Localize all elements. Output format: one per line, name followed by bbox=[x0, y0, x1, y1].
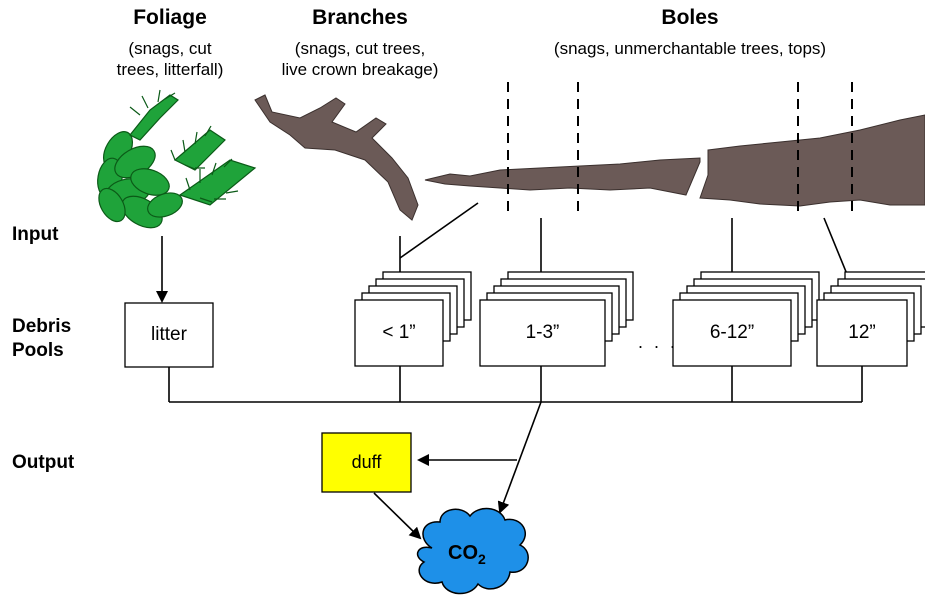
co2-subscript: 2 bbox=[478, 551, 486, 567]
input-row-label: Input bbox=[12, 224, 59, 245]
foliage-title: Foliage bbox=[133, 6, 207, 29]
bole-cut-lines bbox=[507, 82, 853, 212]
branches-subtitle-line1: (snags, cut trees, bbox=[294, 39, 426, 58]
bole-illustration-left bbox=[424, 157, 701, 196]
pool-ellipsis: . . . bbox=[638, 332, 679, 352]
pool-stack-lt1 bbox=[354, 271, 472, 367]
pool-stack-6-12 bbox=[672, 271, 820, 367]
branches-subtitle-line2: live crown breakage) bbox=[281, 60, 439, 79]
boles-title: Boles bbox=[661, 6, 719, 29]
foliage-illustration bbox=[97, 89, 257, 229]
pool-connectors bbox=[168, 366, 863, 540]
branches-title: Branches bbox=[312, 6, 408, 29]
bole-illustration-right bbox=[699, 114, 925, 207]
pool-label-12: 12” bbox=[848, 322, 876, 343]
branch-illustration bbox=[254, 94, 419, 221]
foliage-subtitle-line1: (snags, cut bbox=[128, 39, 212, 58]
boles-subtitle: (snags, unmerchantable trees, tops) bbox=[553, 39, 827, 58]
co2-main-text: CO bbox=[448, 542, 478, 564]
pool-label-1-3: 1-3” bbox=[525, 322, 560, 343]
pool-label-6-12: 6-12” bbox=[709, 322, 755, 343]
co2-label: CO2 bbox=[448, 542, 486, 567]
pool-label-litter: litter bbox=[151, 324, 187, 345]
duff-label: duff bbox=[351, 452, 382, 472]
pool-box-litter bbox=[124, 302, 214, 368]
debris-row-label-line1: Debris bbox=[12, 316, 72, 337]
pool-label-lt1: < 1” bbox=[382, 322, 416, 343]
foliage-subtitle-line2: trees, litterfall) bbox=[116, 60, 224, 79]
debris-row-label-line2: Pools bbox=[12, 340, 64, 361]
pool-stack-12 bbox=[816, 271, 925, 367]
pool-stack-1-3 bbox=[479, 271, 634, 367]
duff-box bbox=[321, 432, 412, 493]
output-row-label: Output bbox=[12, 452, 75, 473]
co2-cloud bbox=[416, 507, 529, 595]
